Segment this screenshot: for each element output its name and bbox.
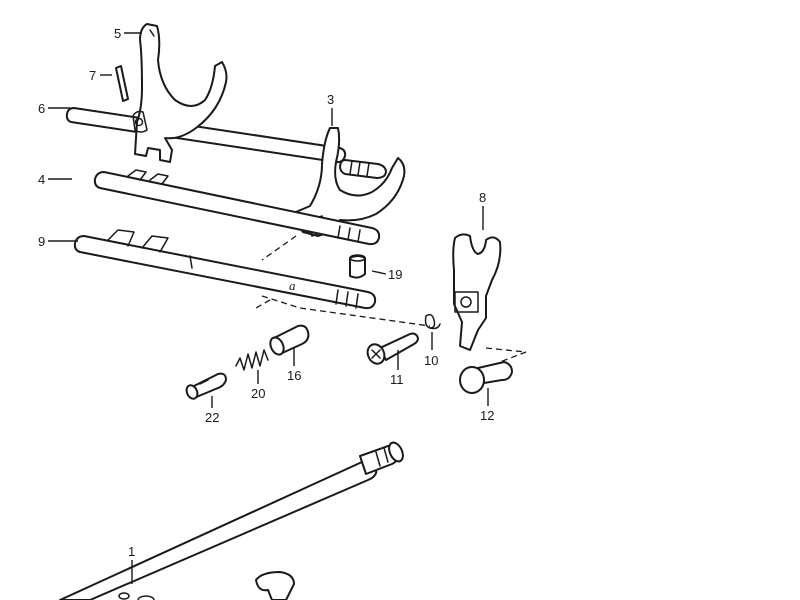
label-12: 12 [480,408,494,423]
label-11: 11 [390,372,404,387]
label-4: 4 [38,172,45,187]
label-20: 20 [251,386,265,401]
leader-lines [48,32,489,584]
label-8: 8 [479,190,486,205]
label-7: 7 [89,68,96,83]
selector-shaft-1 [59,441,404,600]
label-16: 16 [287,368,301,383]
shift-rod-4 [93,169,381,246]
shift-fork-5 [132,23,228,163]
dashed-leader-fork8 [485,347,527,363]
detent-segment-top [339,159,387,179]
bolt-12 [459,361,513,394]
clip-10 [424,313,441,330]
label-19: 19 [388,267,402,282]
label-6: 6 [38,101,45,116]
dashed-leader-rod4 [261,235,297,261]
label-1: 1 [128,544,135,559]
dashed-leader-rod9 [261,295,431,327]
selector-lever [255,571,295,600]
detent-plunger-19 [349,254,366,279]
label-5: 5 [114,26,121,41]
bolt-11 [366,332,419,365]
part-labels: 5 7 6 3 4 9 8 19 a 10 11 12 16 20 22 1 [38,26,494,559]
label-22: 22 [205,410,219,425]
shift-fork-8 [452,233,502,351]
label-3: 3 [327,92,334,107]
pin-22 [185,372,227,400]
label-9: 9 [38,234,45,249]
roll-pin-7 [115,65,129,102]
sleeve-16 [269,324,310,356]
rod-mark-a: a [289,278,296,293]
dashed-leader-rod9-b [255,299,271,309]
label-10: 10 [424,353,438,368]
shift-rod-9 [73,229,377,310]
spring-20 [235,349,269,371]
